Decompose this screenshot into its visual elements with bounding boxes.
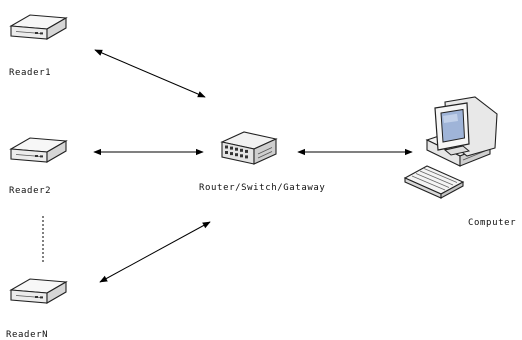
- reader2-label: Reader2: [9, 186, 52, 196]
- router-switch-gateway-label: Router/Switch/Gataway: [199, 183, 326, 193]
- keyboard-icon: [403, 165, 465, 199]
- reader2-device-icon: [9, 137, 68, 163]
- reader1-label: Reader1: [9, 68, 52, 78]
- router-switch-gateway-icon: [220, 131, 278, 165]
- computer-label: Computer: [468, 218, 517, 228]
- arrow-readerN-hub: [99, 221, 211, 283]
- readerN-device-icon: [9, 278, 68, 304]
- computer-icon: [403, 96, 498, 199]
- reader1-device-icon: [9, 14, 68, 40]
- arrow-reader1-hub: [94, 49, 206, 98]
- readerN-label: ReaderN: [6, 330, 49, 340]
